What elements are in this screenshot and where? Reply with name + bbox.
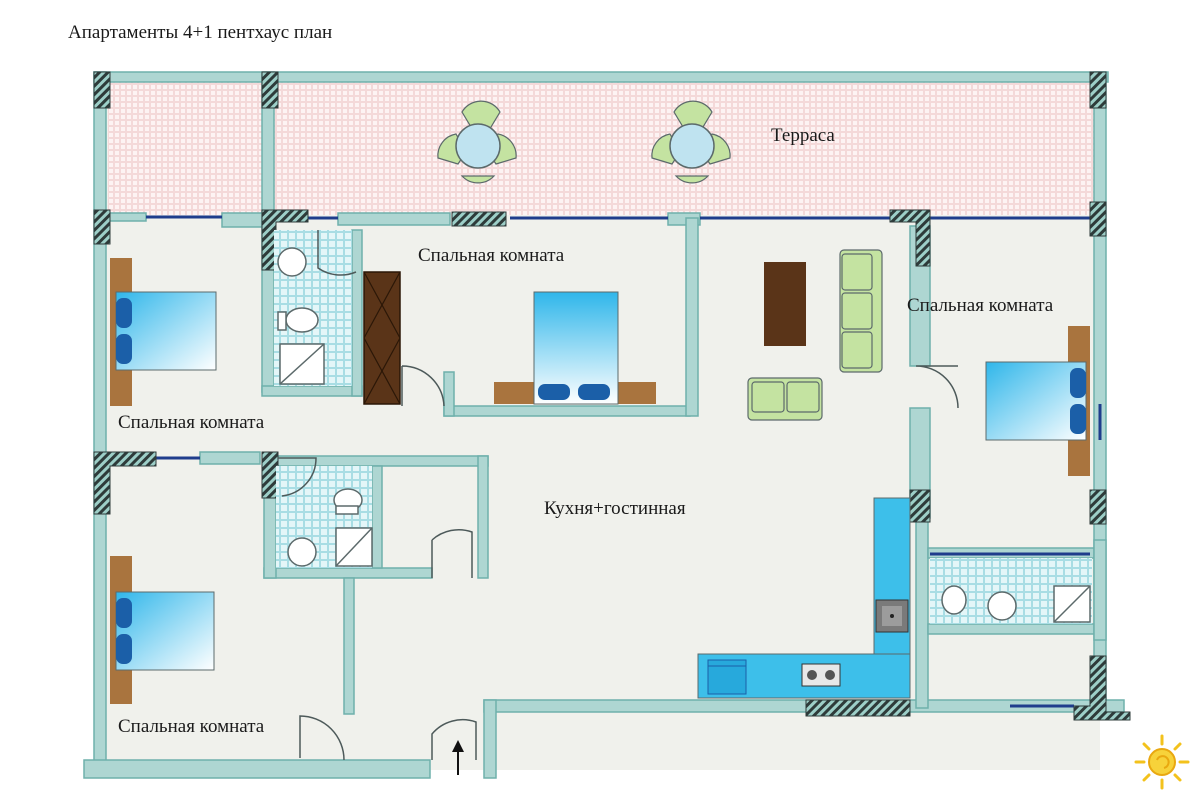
- doors: [278, 230, 959, 761]
- kitchen-counter: [697, 497, 911, 699]
- terrace-table-left: [437, 100, 517, 184]
- wardrobe: [363, 271, 401, 405]
- page-title: Апартаменты 4+1 пентхаус план: [68, 22, 333, 43]
- sofa-horizontal: [747, 377, 823, 421]
- bed-center: [494, 291, 656, 405]
- bed-left-top: [110, 258, 217, 406]
- bed-left-bottom: [110, 556, 215, 704]
- sofa-vertical: [839, 249, 883, 373]
- bedroom-right-label: Спальная комната: [907, 295, 1054, 316]
- bedroom-left-top-label: Спальная комната: [118, 412, 265, 433]
- terrace-table-right: [651, 100, 731, 184]
- coffee-table: [764, 262, 806, 346]
- up-arrow-icon: [452, 740, 464, 775]
- terrace-label: Терраса: [771, 125, 835, 146]
- kitchen-living-label: Кухня+гостинная: [544, 498, 686, 519]
- bedroom-left-bottom-label: Спальная комната: [118, 716, 265, 737]
- bathroom-fixtures: [277, 247, 1091, 623]
- bedroom-top-center-label: Спальная комната: [418, 245, 565, 266]
- hatched-column: [93, 71, 1131, 721]
- terrace-windows: [146, 215, 1090, 220]
- terrace-area: [108, 80, 1100, 215]
- sun-logo-icon: [1134, 734, 1190, 790]
- side-windows: [156, 404, 1102, 708]
- bed-right: [985, 326, 1090, 476]
